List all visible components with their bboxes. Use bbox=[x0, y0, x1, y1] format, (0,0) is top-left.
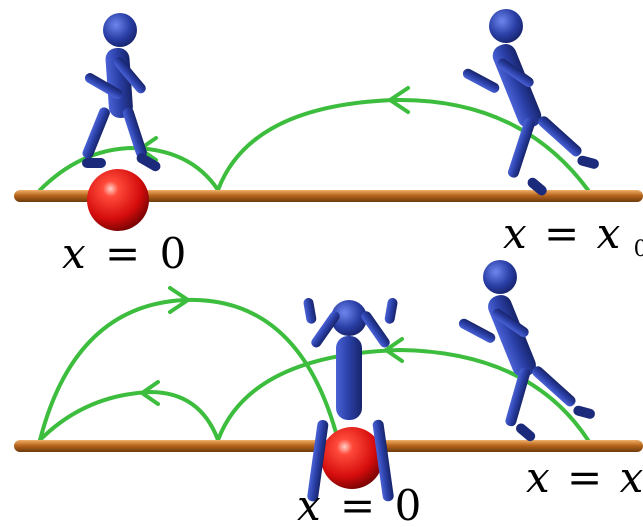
arrow-icon bbox=[384, 337, 404, 363]
arc-short bbox=[38, 145, 220, 192]
arc-mid bbox=[216, 347, 590, 442]
sitting-figure bbox=[303, 297, 398, 502]
arrow-icon bbox=[168, 286, 190, 314]
label-origin: x = 0 bbox=[297, 481, 421, 527]
arrow-icon bbox=[140, 380, 160, 406]
ball bbox=[321, 427, 383, 489]
panel-bottom: x = 0 x = x 0 bbox=[14, 260, 643, 527]
label-target: x = x 0 bbox=[526, 453, 643, 506]
jump-arcs bbox=[38, 86, 590, 192]
figure-head bbox=[483, 260, 517, 294]
figure-head bbox=[103, 13, 137, 47]
label-origin: x = 0 bbox=[62, 229, 186, 278]
arrow-icon bbox=[388, 86, 410, 114]
figure-head bbox=[331, 300, 367, 336]
arc-long bbox=[216, 97, 590, 192]
figure-head bbox=[489, 9, 523, 43]
ball bbox=[87, 169, 149, 231]
label-target: x = x 0 bbox=[503, 209, 643, 262]
walker-figure-far bbox=[458, 260, 595, 442]
arc-small bbox=[38, 389, 220, 442]
jump-arcs bbox=[38, 286, 590, 442]
walker-figure bbox=[82, 13, 161, 172]
walker-figure-far bbox=[462, 9, 599, 196]
rod bbox=[14, 190, 643, 202]
panel-top: x = 0 x = x 0 bbox=[14, 9, 643, 278]
